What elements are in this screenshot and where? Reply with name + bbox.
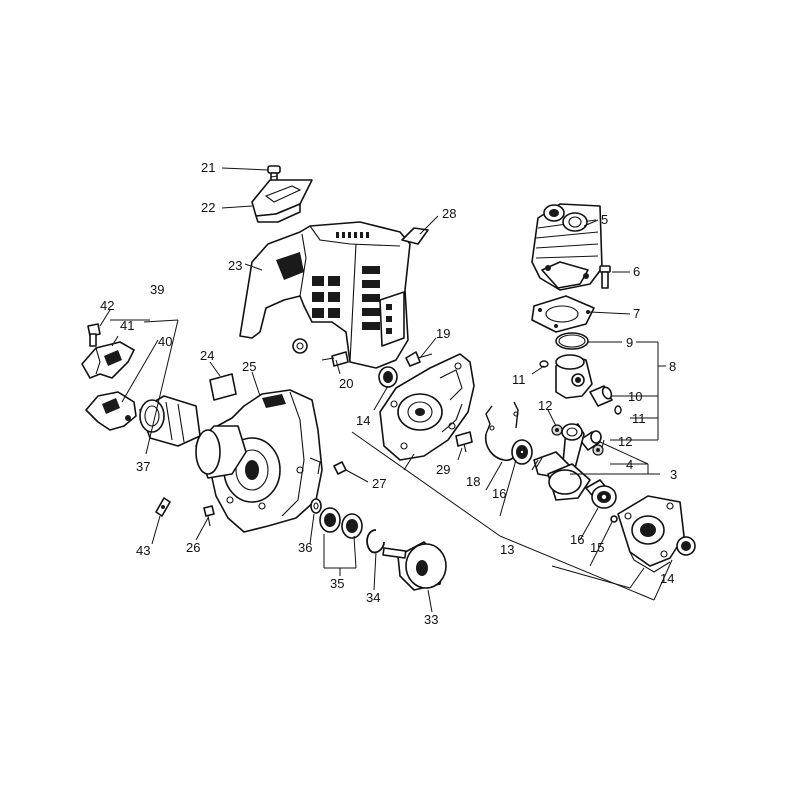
callout-19: 19	[436, 326, 450, 341]
part-11-circlip-top	[539, 360, 549, 368]
callout-27: 27	[372, 476, 386, 491]
callout-18: 18	[466, 474, 480, 489]
part-16-bearing-left	[511, 439, 533, 465]
callout-12-left: 12	[538, 398, 552, 413]
callout-25: 25	[242, 359, 256, 374]
callout-22: 22	[201, 200, 215, 215]
callout-33: 33	[424, 612, 438, 627]
callout-16-left: 16	[492, 486, 506, 501]
part-33-clutch-drum	[382, 541, 447, 591]
part-9-piston-ring	[555, 332, 589, 350]
callout-13: 13	[500, 542, 514, 557]
part-23-engine-cover	[239, 221, 411, 369]
part-7-gasket	[531, 295, 595, 333]
part-36-washer	[310, 498, 322, 514]
part-left-crankcase	[379, 353, 475, 461]
part-5-cylinder	[531, 203, 603, 291]
callout-43: 43	[136, 543, 150, 558]
part-12-washer	[592, 444, 604, 456]
callout-7: 7	[633, 306, 640, 321]
part-22-top-cover	[251, 179, 313, 223]
leader-lines	[99, 167, 673, 613]
part-4-bearing	[579, 430, 602, 451]
callout-34: 34	[366, 590, 380, 605]
callout-6: 6	[633, 264, 640, 279]
part-19-bolt	[405, 351, 433, 367]
part-11-circlip-lower	[614, 405, 622, 415]
callout-37: 37	[136, 459, 150, 474]
part-35-bearings	[319, 507, 363, 539]
part-12-needle-bearing	[551, 424, 563, 436]
callout-11-top: 11	[512, 372, 526, 387]
callout-28: 28	[442, 206, 456, 221]
callout-4: 4	[626, 457, 633, 472]
part-3-crankshaft	[531, 423, 611, 501]
part-25-fan-housing	[195, 389, 323, 533]
part-42-bolt	[87, 323, 101, 347]
part-16-bearing	[591, 485, 617, 509]
callout-39: 39	[150, 282, 164, 297]
callout-5: 5	[601, 212, 608, 227]
part-27-pin	[333, 461, 347, 475]
callout-14-left: 14	[356, 413, 370, 428]
callout-10: 10	[628, 389, 642, 404]
part-43-clip	[155, 497, 171, 517]
callout-23: 23	[228, 258, 242, 273]
callout-41: 41	[120, 318, 134, 333]
callout-29: 29	[436, 462, 450, 477]
part-34-circlip	[366, 529, 385, 554]
callout-40: 40	[158, 334, 172, 349]
part-37-sleeve	[139, 395, 201, 447]
part-20-bolt	[321, 351, 349, 367]
part-24-label	[209, 373, 237, 401]
callout-3: 3	[670, 467, 677, 482]
callout-24: 24	[200, 348, 214, 363]
callout-35: 35	[330, 576, 344, 591]
part-right-crankcase	[617, 495, 685, 573]
callout-26: 26	[186, 540, 200, 555]
part-6-bolt	[599, 265, 611, 289]
callout-14-right: 14	[660, 571, 674, 586]
callout-21: 21	[201, 160, 215, 175]
part-15-pin	[610, 515, 618, 523]
callout-8: 8	[669, 359, 676, 374]
callout-9: 9	[626, 335, 633, 350]
callout-42: 42	[100, 298, 114, 313]
callout-20: 20	[339, 376, 353, 391]
callout-16-right: 16	[570, 532, 584, 547]
part-29-bolt	[455, 431, 473, 453]
part-14-oil-seal-left	[378, 366, 398, 388]
part-41-bracket	[81, 341, 135, 379]
part-piston	[555, 354, 593, 399]
callout-11-lower: 11	[632, 411, 646, 426]
part-40-clamp	[85, 391, 137, 431]
callout-labels: 21 22 23 28 5 6 7 9 8 11 10 11 12 12 4 3…	[100, 160, 677, 627]
callout-15: 15	[590, 540, 604, 555]
part-26-bolt	[203, 505, 215, 527]
callout-12-right: 12	[618, 434, 632, 449]
part-10-piston-pin	[589, 385, 613, 407]
callout-36: 36	[298, 540, 312, 555]
part-14-oil-seal-right	[676, 536, 696, 556]
